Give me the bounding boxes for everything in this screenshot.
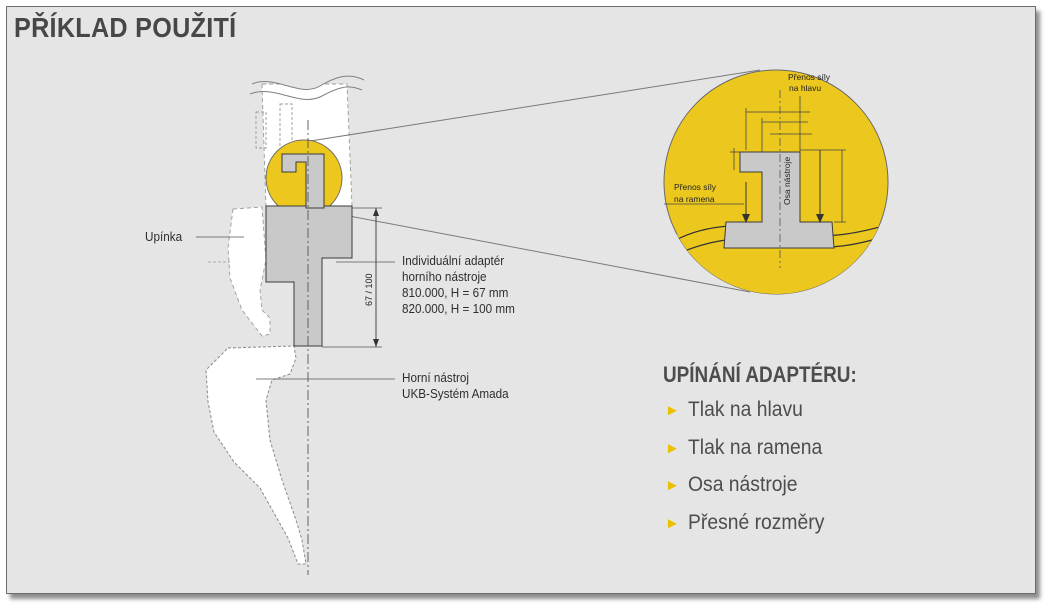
feature-item: ► Přesné rozměry [665, 511, 836, 549]
highlight-circle-small [265, 139, 343, 217]
shoulder-force-label-1: Přenos síly [674, 182, 717, 192]
top-tool-outline [205, 345, 307, 565]
clamp [208, 206, 271, 337]
triangle-bullet-icon: ► [665, 439, 680, 457]
tool-label-line-2: UKB-Systém Amada [402, 386, 509, 401]
features-heading: UPÍNÁNÍ ADAPTÉRU: [663, 362, 857, 387]
feature-item-label: Osa nástroje [687, 473, 798, 496]
tool-label: Horní nástroj UKB-Systém Amada [402, 370, 509, 402]
feature-item: ► Tlak na ramena [665, 436, 836, 474]
height-dimension-label: 67 / 100 [364, 273, 374, 306]
diagram-panel [6, 6, 1036, 594]
detail-connector-lines [285, 69, 761, 293]
triangle-bullet-icon: ► [665, 477, 680, 494]
adapter-head [281, 153, 325, 209]
adapter-label-line-1: Individuální adaptér [402, 253, 505, 268]
shoulder-force-label-2: na ramena [674, 194, 715, 204]
triangle-bullet-icon: ► [665, 514, 680, 532]
clamp-label: Upínka [145, 229, 183, 244]
head-force-label-1: Přenos síly [788, 72, 831, 82]
tool-label-line-1: Horní nástroj [402, 370, 469, 385]
feature-item-label: Tlak na ramena [687, 435, 823, 459]
head-force-label-2: na hlavu [789, 83, 821, 93]
adapter-label-line-3: 810.000, H = 67 mm [402, 285, 509, 300]
feature-item: ► Tlak na hlavu [665, 398, 836, 436]
page-title: PŘÍKLAD POUŽITÍ [14, 12, 237, 43]
adapter-label-line-4: 820.000, H = 100 mm [402, 301, 515, 316]
feature-item: ► Osa nástroje [665, 473, 836, 511]
adapter-label: Individuální adaptér horního nástroje 81… [402, 253, 515, 317]
feature-item-label: Přesné rozměry [687, 510, 825, 534]
triangle-bullet-icon: ► [665, 402, 680, 419]
adapter-label-line-2: horního nástroje [402, 269, 487, 284]
feature-item-label: Tlak na hlavu [687, 398, 803, 421]
axis-label: Osa nástroje [782, 157, 792, 205]
adapter-body [265, 205, 353, 347]
features-list: ► Tlak na hlavu ► Tlak na ramena ► Osa nást… [665, 398, 836, 548]
height-dimension [322, 207, 382, 348]
